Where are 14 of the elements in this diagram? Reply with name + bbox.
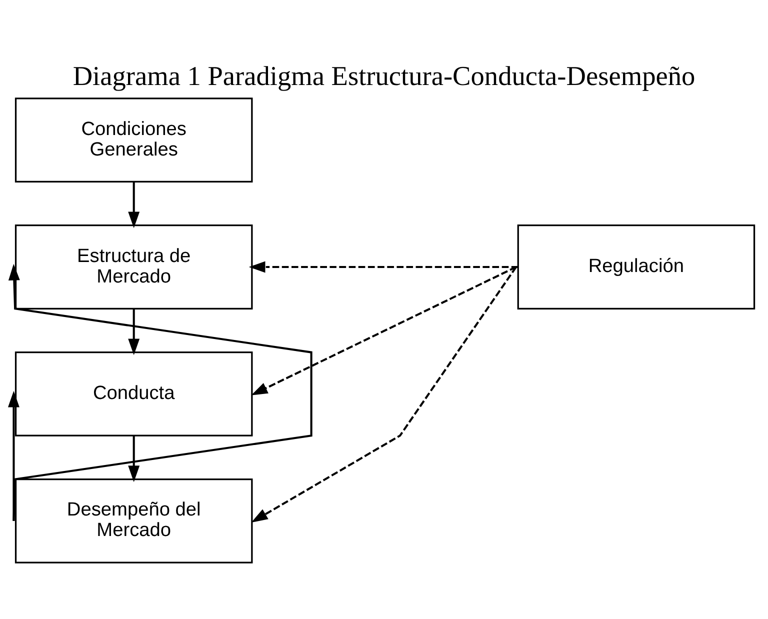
arrow: [248, 260, 518, 272]
diagram-title: Diagrama 1 Paradigma Estructura-Conducta-Desempeño: [72, 60, 696, 90]
arrow: [128, 181, 140, 228]
node-box: Conducta: [14, 351, 253, 436]
node-box: Estructura de Mercado: [14, 224, 253, 309]
arrow: [8, 263, 312, 520]
node-box: Regulación: [517, 224, 756, 309]
arrow: [8, 390, 20, 520]
arrow: [128, 308, 140, 355]
arrow: [251, 266, 517, 522]
arrow: [128, 435, 140, 482]
node-box: Condiciones Generales: [14, 97, 253, 182]
node-box: Desempeño del Mercado: [14, 478, 253, 563]
arrow: [251, 266, 517, 395]
